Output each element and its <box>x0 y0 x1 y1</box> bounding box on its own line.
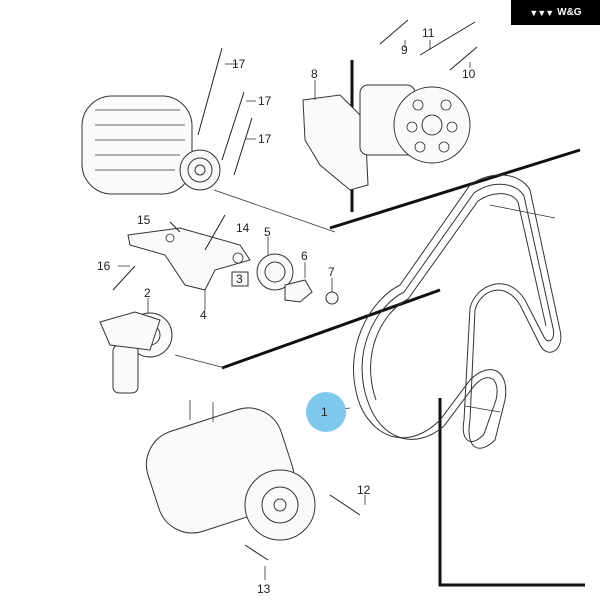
bolt-10 <box>449 46 478 71</box>
bolt-17a <box>197 47 223 136</box>
bolt-16 <box>112 265 136 291</box>
pulley-cover <box>284 279 313 303</box>
callout-3[interactable]: 3 <box>236 272 243 286</box>
callout-leaders <box>118 40 471 580</box>
callout-5[interactable]: 5 <box>264 225 271 239</box>
bolts <box>112 19 478 561</box>
bolt-13 <box>244 544 269 561</box>
callout-labels: 1 2 3 4 5 6 7 8 9 10 11 12 13 14 15 16 1… <box>97 26 476 596</box>
callout-16[interactable]: 16 <box>97 259 111 273</box>
callout-15[interactable]: 15 <box>137 213 151 227</box>
callout-4[interactable]: 4 <box>200 308 207 322</box>
power-steering-pump <box>302 84 471 191</box>
belt-tensioner <box>99 311 173 394</box>
callout-9[interactable]: 9 <box>401 43 408 57</box>
callout-1[interactable]: 1 <box>321 405 328 419</box>
wing-icon: ▼▼▼ <box>529 7 554 18</box>
callout-2[interactable]: 2 <box>144 286 151 300</box>
callout-17a[interactable]: 17 <box>232 57 246 71</box>
brand-label: W&G <box>557 7 582 18</box>
bolt-15 <box>169 221 181 233</box>
bolt-14 <box>204 214 226 251</box>
callout-12[interactable]: 12 <box>357 483 371 497</box>
callout-14[interactable]: 14 <box>236 221 250 235</box>
bolt-17c <box>233 117 253 176</box>
part-3-box <box>231 271 249 287</box>
callout-17c[interactable]: 17 <box>258 132 272 146</box>
bolt-17b <box>221 91 245 161</box>
bolt-11 <box>419 21 476 56</box>
tensioner-bracket <box>127 227 251 291</box>
callout-6[interactable]: 6 <box>301 249 308 263</box>
callout-10[interactable]: 10 <box>462 67 476 81</box>
drive-belt <box>353 174 562 449</box>
callout-13[interactable]: 13 <box>257 582 271 596</box>
callout-1-highlight[interactable] <box>306 392 346 432</box>
callout-17b[interactable]: 17 <box>258 94 272 108</box>
brand-logo: ▼▼▼ W&G <box>511 0 600 25</box>
ac-compressor <box>145 400 316 541</box>
leader-lines <box>174 189 556 413</box>
idler-pulley <box>256 253 294 291</box>
callout-7[interactable]: 7 <box>328 265 335 279</box>
bolt-12 <box>329 494 361 516</box>
callout-11[interactable]: 11 <box>422 26 435 40</box>
bolt-7 <box>325 291 339 305</box>
bolt-9 <box>379 19 409 45</box>
alternator <box>81 95 221 195</box>
callout-8[interactable]: 8 <box>311 67 318 81</box>
